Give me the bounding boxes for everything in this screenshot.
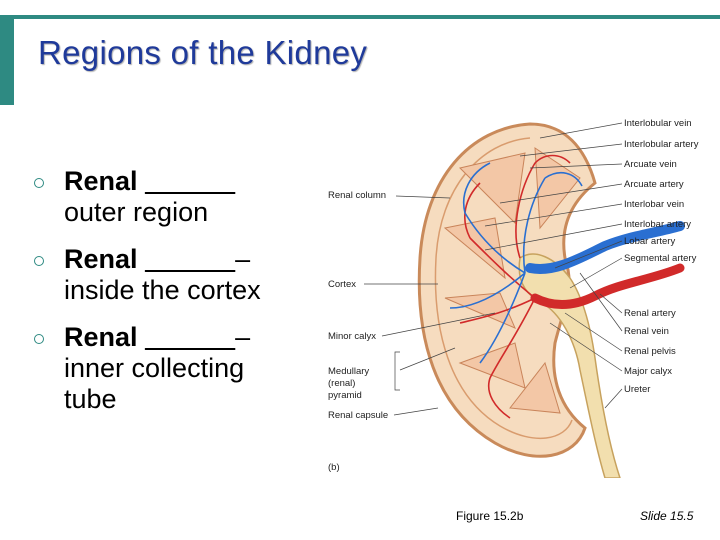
bullet-item-pelvis: Renal ______– inner collecting tube bbox=[34, 322, 324, 415]
panel-label: (b) bbox=[328, 462, 340, 473]
leader-lines bbox=[364, 122, 623, 416]
label-interlobular-artery: Interlobular artery bbox=[624, 139, 699, 150]
label-renal-column: Renal column bbox=[328, 190, 386, 201]
label-lobar-artery: Lobar artery bbox=[624, 236, 675, 247]
label-major-calyx: Major calyx bbox=[624, 366, 672, 377]
kidney-diagram: Renal column Cortex Minor calyx Medullar… bbox=[328, 118, 699, 478]
label-minor-calyx: Minor calyx bbox=[328, 331, 376, 342]
label-interlobar-artery: Interlobar artery bbox=[624, 219, 691, 230]
arterial-branches bbox=[459, 154, 571, 419]
bullet-dash: – bbox=[235, 244, 251, 274]
bullet-dot bbox=[34, 334, 44, 344]
bullet-dot bbox=[34, 178, 44, 188]
bullet-term: Renal bbox=[64, 244, 138, 274]
label-arcuate-vein: Arcuate vein bbox=[624, 159, 677, 170]
slide-number: Slide 15.5 bbox=[640, 509, 694, 523]
bullet-list: Renal ______ outer region Renal ______– … bbox=[34, 166, 324, 431]
label-renal: (renal) bbox=[328, 378, 355, 389]
medullary-pyramids bbox=[443, 147, 581, 414]
renal-artery-shape bbox=[530, 263, 685, 310]
label-renal-capsule: Renal capsule bbox=[328, 410, 388, 421]
label-renal-vein: Renal vein bbox=[624, 326, 669, 337]
bullet-item-cortex: Renal ______ outer region bbox=[34, 166, 324, 228]
figure-caption: Figure 15.2b bbox=[456, 509, 524, 523]
bullet-dash: – bbox=[235, 322, 251, 352]
label-segmental-artery: Segmental artery bbox=[624, 253, 697, 264]
bullet-desc-2: tube bbox=[64, 384, 117, 414]
label-arcuate-artery: Arcuate artery bbox=[624, 179, 684, 190]
label-renal-pelvis: Renal pelvis bbox=[624, 346, 676, 357]
bullet-term: Renal bbox=[64, 166, 138, 196]
bullet-term: Renal bbox=[64, 322, 138, 352]
bullet-desc: inner collecting bbox=[64, 353, 245, 383]
top-accent-bar bbox=[0, 15, 720, 19]
left-labels: Renal column Cortex Minor calyx Medullar… bbox=[328, 190, 388, 473]
label-ureter: Ureter bbox=[624, 384, 650, 395]
bullet-blank: ______ bbox=[145, 244, 236, 274]
left-accent-bar bbox=[0, 15, 14, 105]
label-pyramid: pyramid bbox=[328, 390, 362, 401]
label-medullary: Medullary bbox=[328, 366, 369, 377]
bullet-dot bbox=[34, 256, 44, 266]
label-interlobular-vein: Interlobular vein bbox=[624, 118, 692, 129]
bullet-item-medulla: Renal ______– inside the cortex bbox=[34, 244, 324, 306]
label-cortex: Cortex bbox=[328, 279, 356, 290]
slide-title: Regions of the Kidney bbox=[38, 34, 368, 71]
venous-branches bbox=[449, 162, 583, 364]
label-interlobar-vein: Interlobar vein bbox=[624, 199, 684, 210]
bullet-desc: outer region bbox=[64, 197, 209, 227]
bullet-blank: ______ bbox=[145, 166, 236, 196]
bullet-desc: inside the cortex bbox=[64, 275, 261, 305]
right-labels: Interlobular vein Interlobular artery Ar… bbox=[624, 118, 699, 395]
renal-vein-shape bbox=[525, 221, 685, 274]
label-renal-artery: Renal artery bbox=[624, 308, 676, 319]
bullet-blank: ______ bbox=[145, 322, 236, 352]
